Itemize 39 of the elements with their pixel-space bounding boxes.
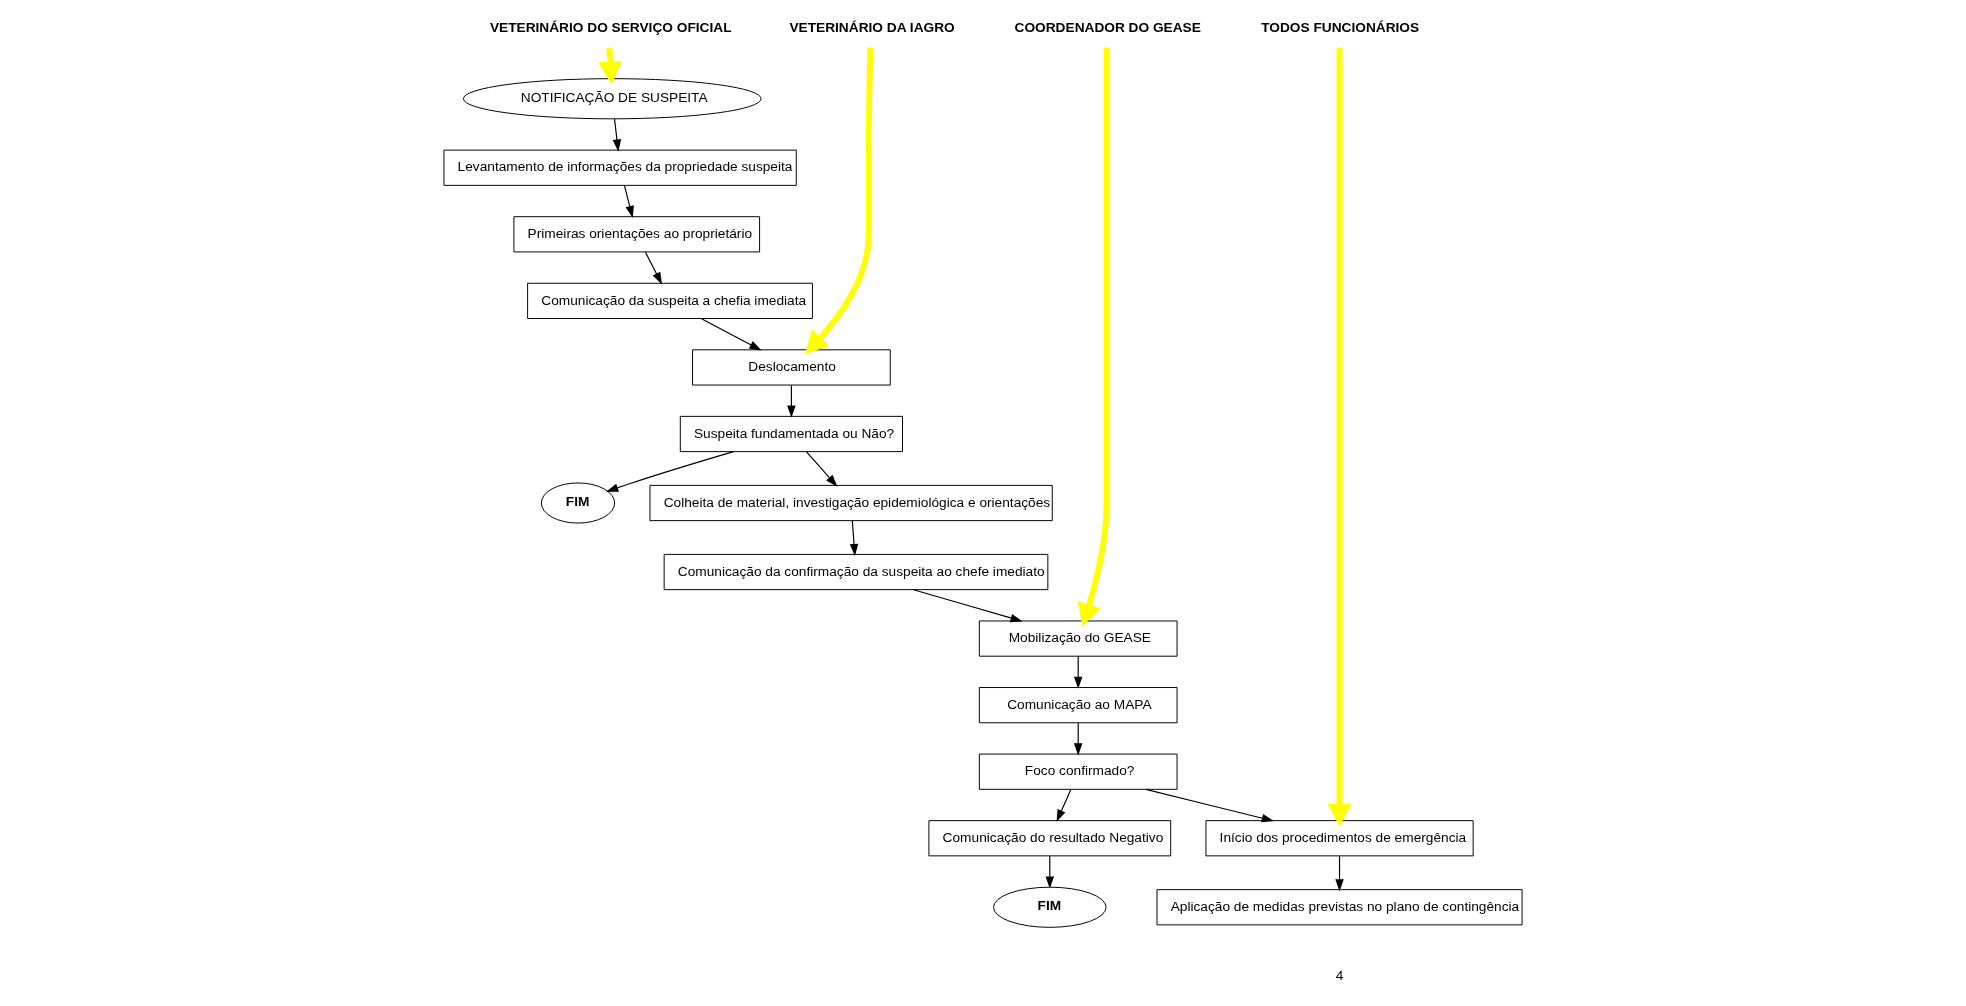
node-box: Comunicação da suspeita a chefia imediata (527, 282, 813, 319)
node-box: Comunicação ao MAPA (978, 687, 1178, 724)
arrow (1056, 789, 1072, 822)
label: 4 (1335, 967, 1344, 983)
arrow (1145, 788, 1274, 823)
node-text: COORDENADOR DO GEASE (1014, 20, 1201, 36)
arrow (1335, 855, 1344, 892)
arrow (612, 118, 622, 152)
arrow (849, 520, 859, 557)
arrow (805, 451, 838, 487)
arrow (805, 47, 874, 355)
node-box: Colheita de material, investigação epidemiológica e orientações (649, 484, 1053, 522)
arrow (1327, 47, 1352, 827)
node-box: Mobilização do GEASE (978, 620, 1178, 657)
arrow (644, 251, 663, 285)
node-text: VETERINÁRIO DA IAGRO (789, 20, 955, 36)
node-box: Foco confirmado? (978, 753, 1178, 790)
node-box: Aplicação de medidas previstas no plano de contingência (1156, 889, 1523, 926)
arrow (623, 185, 634, 218)
node-box: Comunicação do resultado Negativo (928, 820, 1172, 857)
arrow (1045, 855, 1055, 889)
node-ellipse: FIM (993, 886, 1107, 928)
node-box: Deslocamento (692, 349, 891, 386)
node-ellipse: NOTIFICAÇÃO DE SUSPEITA (462, 78, 762, 120)
node-text: TODOS FUNCIONÁRIOS (1261, 20, 1420, 36)
arrow (1073, 722, 1083, 756)
arrow (912, 589, 1023, 623)
node-box: Suspeita fundamentada ou Não? (679, 415, 903, 453)
node-box: Levantamento de informações da propriedade suspeita (443, 149, 797, 186)
node-box: Início dos procedimentos de emergência (1205, 820, 1474, 857)
arrow (1077, 47, 1110, 627)
node-box: Comunicação da confirmação da suspeita ao chefe imediato (663, 553, 1049, 591)
node-text: VETERINÁRIO DO SERVIÇO OFICIAL (489, 20, 732, 36)
arrow (701, 318, 762, 351)
arrow (1073, 655, 1083, 689)
node-ellipse: FIM (540, 482, 616, 524)
node-box: Primeiras orientações ao proprietário (513, 216, 761, 253)
arrow (606, 451, 735, 492)
arrow (787, 384, 796, 418)
